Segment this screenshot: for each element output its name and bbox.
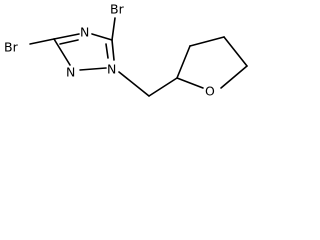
- bond-n2-c3: [53, 38, 71, 66]
- atom-bromine-left: Br: [4, 40, 19, 55]
- atom-oxygen: O: [205, 84, 215, 99]
- atom-bromine-top: Br: [110, 2, 125, 17]
- atom-nitrogen-left: N: [66, 65, 75, 80]
- triazole-ring: [53, 33, 115, 71]
- oxolane-ring: [176, 36, 248, 89]
- bond-c3-n4: [53, 33, 80, 40]
- atom-nitrogen-top: N: [80, 25, 89, 40]
- bond-n4-c5: [91, 33, 113, 41]
- bond-n1-n2: [79, 67, 107, 71]
- chemical-structure: Br Br N N N O: [4, 2, 248, 99]
- bond-n1-ch2: [118, 71, 150, 97]
- bond-o-c2-thf: [176, 77, 204, 89]
- bond-c3-c4-thf: [189, 36, 225, 47]
- bond-c5-br: [111, 17, 116, 41]
- bond-c5-n1-double: [105, 43, 109, 59]
- atom-nitrogen-substituted: N: [107, 62, 116, 77]
- bond-c3-br: [29, 38, 55, 45]
- bond-c3-n4-double: [59, 39, 79, 45]
- bond-c2-c3-thf: [176, 45, 191, 79]
- bond-c5-n1: [111, 39, 115, 61]
- bond-c5-o-thf: [220, 65, 248, 89]
- bond-ch2-c2: [148, 77, 178, 97]
- bond-c4-c5-thf: [223, 36, 248, 67]
